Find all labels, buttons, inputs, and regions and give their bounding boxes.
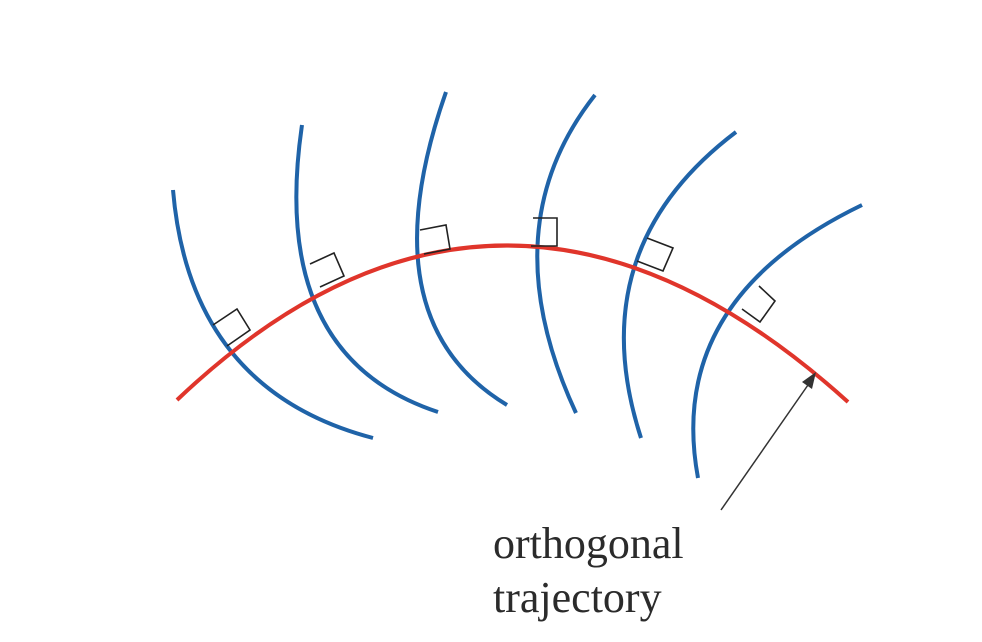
label-trajectory: trajectory bbox=[493, 573, 662, 622]
right-angle-marker-5 bbox=[636, 237, 675, 273]
family-curve-4 bbox=[535, 93, 597, 414]
arrow-to-trajectory bbox=[720, 372, 816, 511]
right-angle-marker-1 bbox=[212, 307, 252, 347]
right-angle-marker-4 bbox=[531, 217, 558, 247]
label-orthogonal: orthogonal bbox=[493, 519, 684, 568]
family-curve-2 bbox=[294, 124, 439, 414]
arrow-shaft bbox=[720, 384, 809, 511]
family-curves bbox=[171, 91, 863, 479]
trajectory-curve bbox=[175, 243, 850, 404]
right-angle-marker-6 bbox=[741, 285, 777, 324]
right-angle-marker-3 bbox=[419, 224, 451, 255]
arrowhead bbox=[802, 372, 816, 389]
right-angle-marker-2 bbox=[309, 251, 346, 288]
right-angle-markers bbox=[212, 217, 777, 347]
family-curve-3 bbox=[415, 91, 509, 407]
family-curve-1 bbox=[171, 189, 374, 440]
family-curve-6 bbox=[691, 203, 863, 479]
